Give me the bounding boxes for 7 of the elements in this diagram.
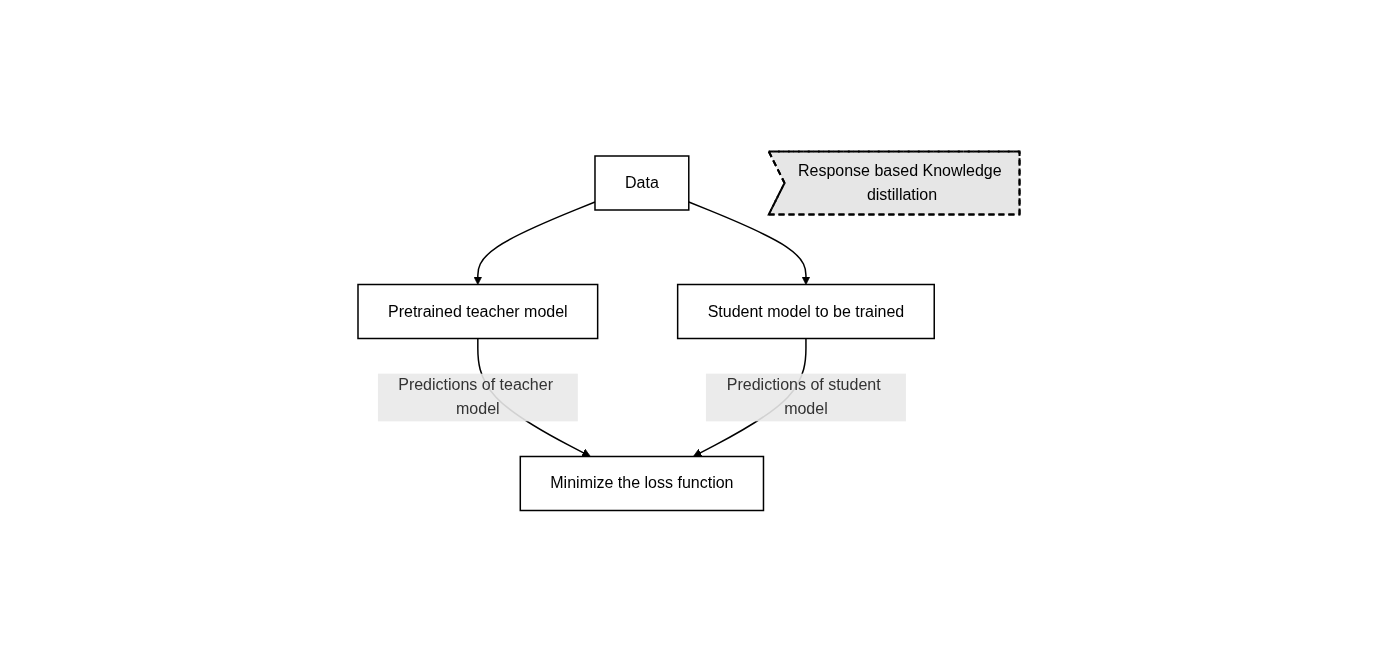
arrow	[473, 201, 596, 285]
node-box: Pretrained teacher model	[357, 283, 599, 340]
edge-label: Predictions of student model	[727, 376, 881, 418]
node-box: Minimize the loss function	[519, 455, 765, 512]
node-box: Data	[594, 155, 690, 211]
edge-label: Predictions of teacher model	[398, 376, 554, 418]
node-box: Student model to be trained	[677, 283, 936, 340]
